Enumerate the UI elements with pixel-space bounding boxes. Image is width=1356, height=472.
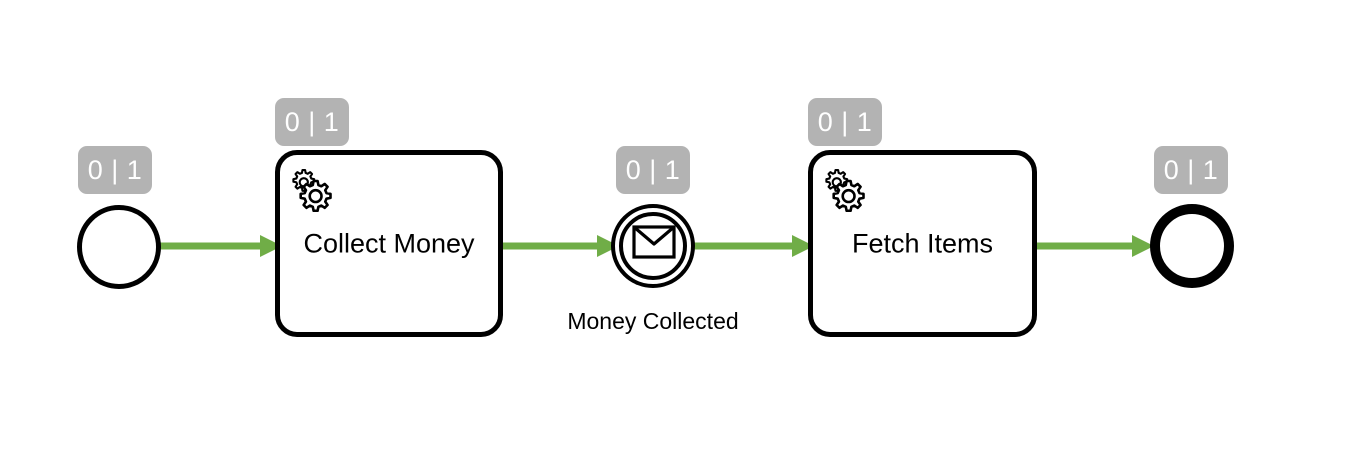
badge-fetch-items: 0 | 1 xyxy=(808,98,882,146)
gears-icon xyxy=(822,164,870,213)
intermediate-message-event-money-collected[interactable] xyxy=(611,204,695,288)
task-label-fetch-items: Fetch Items xyxy=(851,228,994,258)
end-event[interactable] xyxy=(1150,204,1234,288)
start-event[interactable] xyxy=(77,205,161,289)
gears-icon xyxy=(289,164,337,213)
flow-arrowhead xyxy=(260,235,282,257)
flow-arrowhead xyxy=(792,235,814,257)
badge-collect-money: 0 | 1 xyxy=(275,98,349,146)
task-collect-money[interactable]: Collect Money xyxy=(275,150,503,337)
flow-arrowhead xyxy=(597,235,619,257)
badge-start-event: 0 | 1 xyxy=(78,146,152,194)
event-label-money-collected: Money Collected xyxy=(567,308,739,334)
task-fetch-items[interactable]: Fetch Items xyxy=(808,150,1037,337)
flow-arrowhead xyxy=(1132,235,1154,257)
badge-money-collected: 0 | 1 xyxy=(616,146,690,194)
task-label-collect-money: Collect Money xyxy=(303,228,475,258)
inner-ring xyxy=(619,212,687,280)
envelope-icon xyxy=(632,225,676,267)
badge-end-event: 0 | 1 xyxy=(1154,146,1228,194)
